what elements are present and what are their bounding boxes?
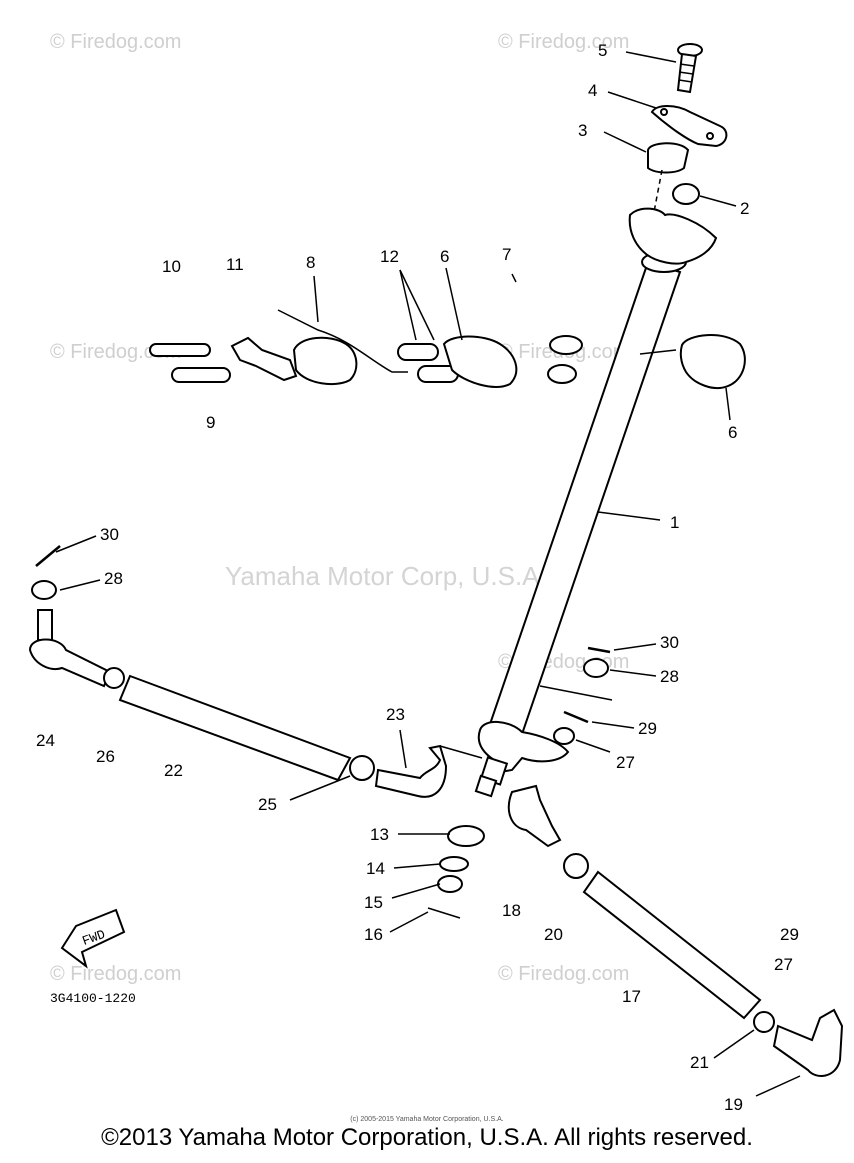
watermark-firedog: © Firedog.com — [50, 31, 181, 53]
part-label: 13 — [370, 825, 389, 844]
part-label: 27 — [616, 753, 635, 772]
part-label: 27 — [774, 955, 793, 974]
part-label: 29 — [638, 719, 657, 738]
steering-column-part — [474, 207, 718, 798]
leader-lines — [55, 51, 801, 1097]
part-label: 16 — [364, 925, 383, 944]
hardware-stack — [427, 825, 485, 919]
part-label: 21 — [690, 1053, 709, 1072]
diagram-code: 3G4100-1220 — [50, 991, 136, 1006]
part-label: 17 — [622, 987, 641, 1006]
forward-arrow-icon: FWD — [60, 908, 126, 969]
right-tie-rod-assembly — [507, 784, 844, 1077]
watermark-firedog: © Firedog.com — [50, 963, 181, 985]
small-print: (c) 2005-2015 Yamaha Motor Corporation, … — [350, 1116, 503, 1123]
watermark-firedog: © Firedog.com — [498, 31, 629, 53]
part-label: 7 — [502, 245, 511, 264]
part-label: 28 — [660, 667, 679, 686]
part-label: 20 — [544, 925, 563, 944]
watermark-firedog: © Firedog.com — [50, 341, 181, 363]
part-label: 19 — [724, 1095, 743, 1114]
part-label: 6 — [728, 423, 737, 442]
part-label: 9 — [206, 413, 215, 432]
part-label: 18 — [502, 901, 521, 920]
right-hardware-cluster — [553, 646, 611, 745]
watermark-firedog: © Firedog.com — [498, 963, 629, 985]
part-label: 28 — [104, 569, 123, 588]
part-label: 4 — [588, 81, 597, 100]
part-label: 11 — [226, 255, 244, 274]
part-label: 3 — [578, 121, 587, 140]
bushing-part-6 — [679, 334, 746, 390]
part-label: 1 — [670, 513, 679, 532]
part-label: 22 — [164, 761, 183, 780]
part-label: 15 — [364, 893, 383, 912]
part-label: 10 — [162, 257, 181, 276]
part-label: 30 — [660, 633, 679, 652]
left-tie-rod-assembly — [28, 545, 448, 798]
part-label: 2 — [740, 199, 749, 218]
part-label: 24 — [36, 731, 55, 750]
part-label: 5 — [598, 41, 607, 60]
copyright-notice: ©2013 Yamaha Motor Corporation, U.S.A. A… — [101, 1124, 753, 1151]
part-label: 26 — [96, 747, 115, 766]
part-label: 30 — [100, 525, 119, 544]
part-labels: 5 4 3 2 10 11 8 12 6 7 9 6 1 30 28 30 28… — [36, 41, 799, 1114]
part-label: 23 — [386, 705, 405, 724]
bracket-assembly-left — [149, 309, 583, 388]
part-label: 25 — [258, 795, 277, 814]
part-label: 14 — [366, 859, 385, 878]
top-bracket-parts — [647, 43, 728, 213]
part-label: 29 — [780, 925, 799, 944]
part-label: 12 — [380, 247, 399, 266]
part-label: 6 — [440, 247, 449, 266]
part-label: 8 — [306, 253, 315, 272]
watermark-yamaha: Yamaha Motor Corp, U.S.A. — [225, 561, 547, 591]
